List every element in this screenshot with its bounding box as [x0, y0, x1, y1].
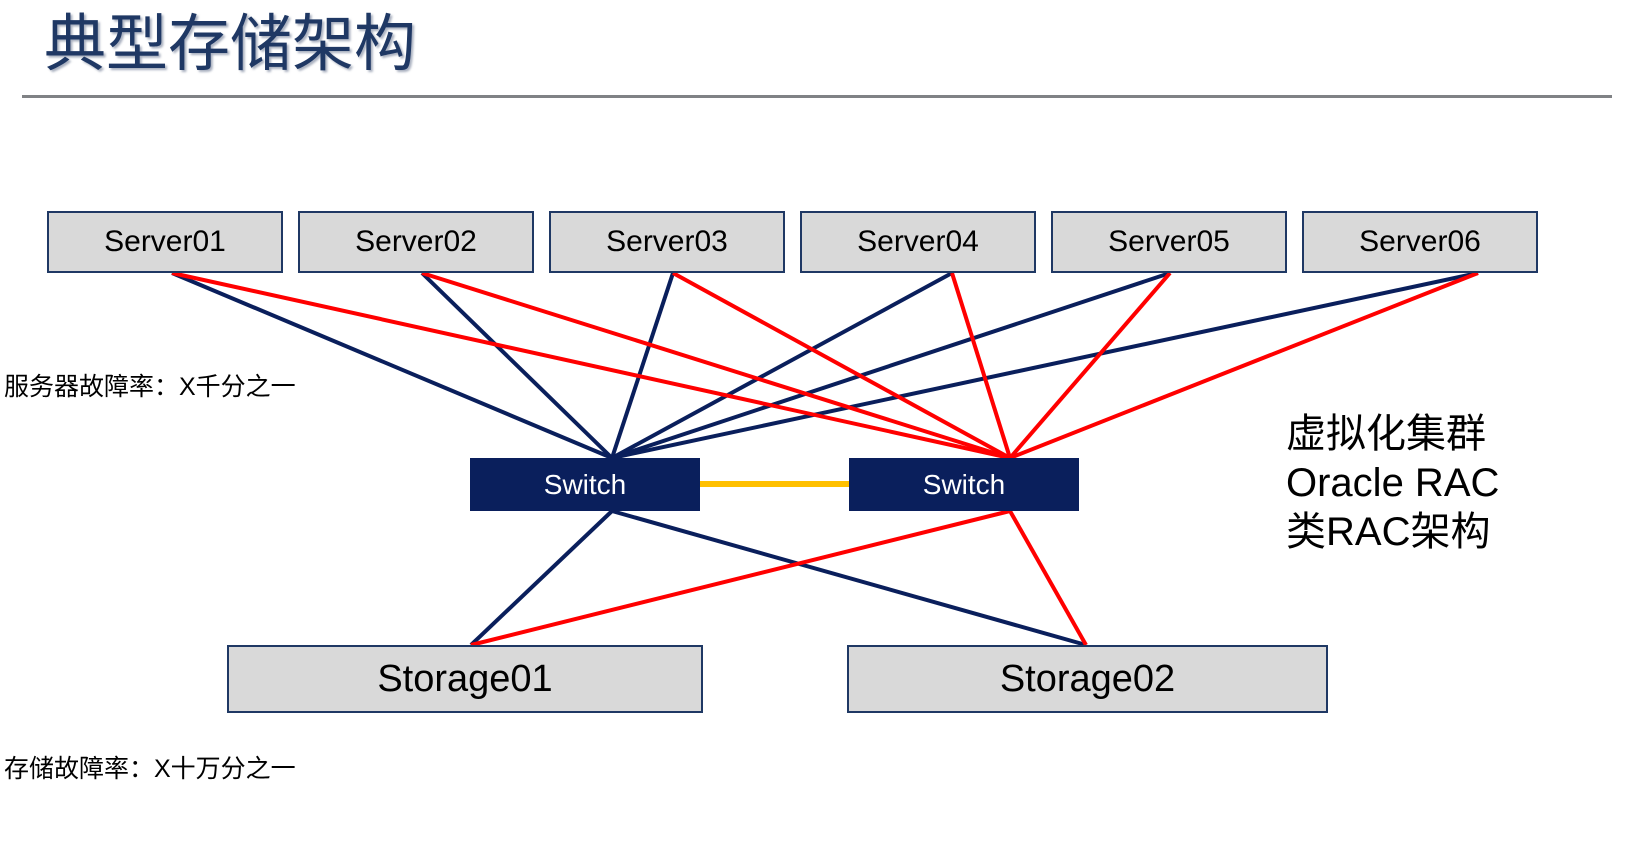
server-node-6[interactable]: Server06: [1302, 211, 1538, 273]
switch-to-storage-primary-links: [469, 509, 1087, 647]
link-server-switch-a-5: [611, 271, 1171, 460]
cluster-note-line-1: 虚拟化集群: [1286, 412, 1486, 456]
link-server-switch-b-1: [171, 271, 1011, 460]
server-to-switch-secondary-links: [171, 271, 1479, 460]
server-node-label: Server06: [1359, 225, 1481, 258]
link-server-switch-a-1: [171, 271, 613, 460]
switch-node-label: Switch: [543, 468, 627, 500]
server-node-label: Server04: [857, 225, 979, 258]
cluster-note: 虚拟化集群 Oracle RAC 类RAC架构: [1286, 410, 1499, 557]
server-failure-rate-note: 服务器故障率：X千分之一: [4, 373, 296, 401]
link-server-switch-b-5: [1008, 271, 1172, 460]
storage-node-label: Storage01: [377, 657, 553, 700]
switch-node-2[interactable]: Switch: [849, 458, 1079, 511]
server-node-2[interactable]: Server02: [298, 211, 534, 273]
server-node-1[interactable]: Server01: [47, 211, 283, 273]
link-server-switch-b-2: [421, 271, 1011, 460]
link-server-switch-a-3: [610, 272, 675, 459]
cluster-note-line-2: Oracle RAC: [1286, 461, 1500, 505]
server-node-5[interactable]: Server05: [1051, 211, 1287, 273]
link-switch-a-storage-2: [611, 509, 1087, 647]
link-switch-b-storage-1: [470, 509, 1011, 647]
server-node-label: Server01: [104, 225, 226, 258]
server-node-label: Server05: [1108, 225, 1230, 258]
switch-node-1[interactable]: Switch: [470, 458, 700, 511]
server-node-3[interactable]: Server03: [549, 211, 785, 273]
storage-failure-rate-note: 存储故障率：X十万分之一: [4, 755, 296, 783]
link-server-switch-a-4: [611, 271, 953, 460]
cluster-note-line-3: 类RAC架构: [1286, 510, 1491, 554]
link-switch-b-storage-2: [1008, 510, 1088, 646]
storage-node-label: Storage02: [999, 657, 1176, 700]
page-title: 典型存储架构: [44, 10, 417, 79]
link-server-switch-b-4: [950, 272, 1012, 459]
link-server-switch-a-2: [420, 271, 614, 460]
switch-node-label: Switch: [922, 468, 1006, 500]
server-to-switch-primary-links: [171, 271, 1479, 460]
title-divider: [22, 95, 1612, 98]
link-switch-a-storage-1: [469, 509, 614, 647]
link-server-switch-b-3: [672, 271, 1011, 460]
storage-node-2[interactable]: Storage02: [847, 645, 1328, 713]
storage-node-1[interactable]: Storage01: [227, 645, 703, 713]
server-node-label: Server02: [355, 225, 477, 258]
server-node-4[interactable]: Server04: [800, 211, 1036, 273]
switch-to-storage-secondary-links: [470, 509, 1088, 647]
server-node-label: Server03: [606, 225, 728, 258]
